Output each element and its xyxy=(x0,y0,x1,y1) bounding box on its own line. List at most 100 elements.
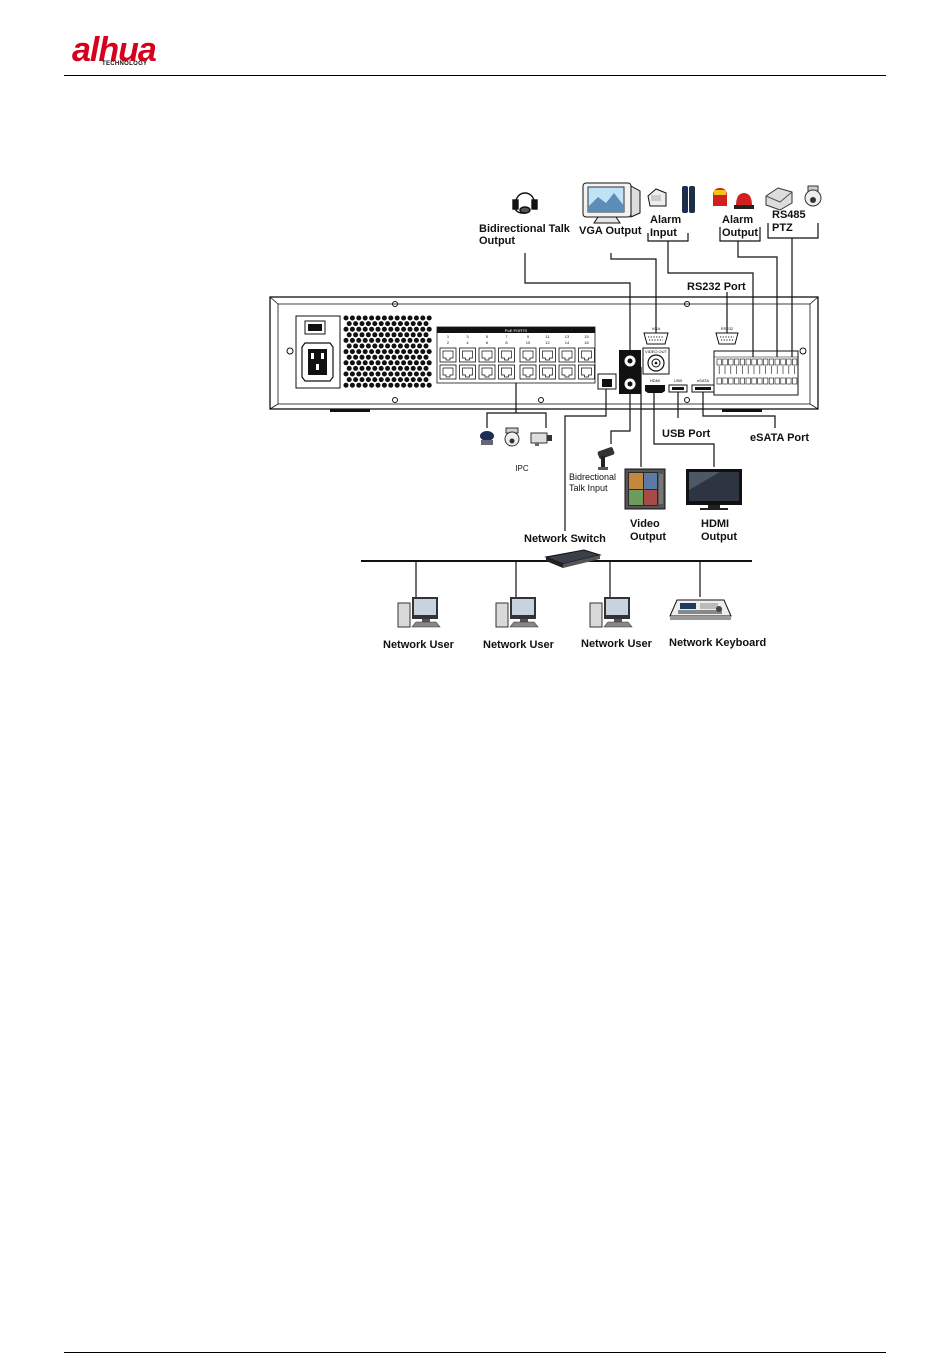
fan-hole xyxy=(349,315,355,321)
fan-hole xyxy=(423,354,429,360)
ip-camera-speed-dome-icon xyxy=(504,427,520,447)
terminal-screw xyxy=(768,377,775,385)
diagram-labels: Bidirectional Talk Output VGA Output Ala… xyxy=(383,209,809,651)
fan-hole xyxy=(385,332,391,338)
label-rs232-port: RS232 Port xyxy=(687,281,746,293)
fan-hole xyxy=(372,365,378,371)
fan-hole xyxy=(372,332,378,338)
fan-hole xyxy=(356,315,362,321)
fan-hole xyxy=(372,377,378,383)
fan-hole xyxy=(353,332,359,338)
ptz-camera-icon xyxy=(765,185,822,211)
fan-hole xyxy=(362,349,368,355)
fan-hole xyxy=(353,365,359,371)
poe-port xyxy=(439,347,457,363)
fan-hole xyxy=(391,365,397,371)
connection-lines xyxy=(361,223,819,597)
footer-rule xyxy=(64,1352,886,1353)
poe-port xyxy=(459,347,476,363)
fan-hole xyxy=(343,382,349,388)
poe-port-number: 13 xyxy=(565,334,570,339)
fan-hole xyxy=(404,332,410,338)
terminal-screw xyxy=(786,358,792,366)
terminal-screw xyxy=(792,377,798,385)
fan-hole xyxy=(397,343,403,349)
fan-hole xyxy=(381,326,387,332)
fan-hole xyxy=(388,360,394,366)
fan-hole xyxy=(391,321,397,327)
label-network-switch: Network Switch xyxy=(524,533,606,545)
hdmi-monitor-icon xyxy=(686,469,742,510)
poe-port-number: 7 xyxy=(505,334,508,339)
fan-hole xyxy=(378,354,384,360)
fan-hole xyxy=(381,349,387,355)
poe-port xyxy=(519,347,537,363)
fan-hole xyxy=(423,377,429,383)
poe-port xyxy=(459,364,476,380)
fan-hole xyxy=(343,360,349,366)
fan-hole xyxy=(423,343,429,349)
label-alarm-input: Alarm Input xyxy=(650,214,684,239)
poe-port-number: 12 xyxy=(545,340,550,345)
fan-hole xyxy=(423,365,429,371)
fan-hole xyxy=(397,332,403,338)
fan-hole xyxy=(353,354,359,360)
fan-hole xyxy=(423,321,429,327)
label-network-keyboard: Network Keyboard xyxy=(669,637,766,649)
poe-port xyxy=(558,364,576,380)
fan-hole xyxy=(353,321,359,327)
fan-hole xyxy=(356,326,362,332)
fan-hole xyxy=(346,332,352,338)
poe-port-number: 1 xyxy=(447,334,450,339)
fan-hole xyxy=(407,337,413,343)
terminal-screw xyxy=(716,358,722,366)
fan-hole xyxy=(426,326,432,332)
terminal-screw xyxy=(786,377,792,385)
fan-hole xyxy=(375,315,381,321)
fan-hole xyxy=(410,365,416,371)
fan-hole xyxy=(346,365,352,371)
fan-hole xyxy=(404,377,410,383)
screw xyxy=(392,301,398,307)
label-ipc: IPC xyxy=(515,464,529,473)
fan-hole xyxy=(381,382,387,388)
fan-hole xyxy=(365,332,371,338)
fan-hole xyxy=(417,321,423,327)
alarm-input-sensor-icon xyxy=(647,186,695,213)
fan-hole xyxy=(378,365,384,371)
fan-hole xyxy=(359,365,365,371)
fan-hole xyxy=(401,349,407,355)
fan-hole xyxy=(426,315,432,321)
fan-hole xyxy=(413,360,419,366)
terminal-screw xyxy=(757,358,763,366)
fan-hole xyxy=(388,382,394,388)
fan-hole xyxy=(343,315,349,321)
fan-hole xyxy=(404,365,410,371)
fan-hole xyxy=(397,377,403,383)
poe-port-number: 16 xyxy=(584,340,589,345)
fan-hole xyxy=(349,326,355,332)
poe-port-number: 6 xyxy=(486,340,489,345)
poe-port-number: 14 xyxy=(565,340,570,345)
fan-hole xyxy=(349,382,355,388)
fan-hole xyxy=(378,321,384,327)
hdmi-usb-esata: HDMI USB eSATA xyxy=(645,378,715,393)
label-network-user-2: Network User xyxy=(483,639,555,651)
network-user-pc-icon xyxy=(495,597,539,628)
fan-hole xyxy=(426,349,432,355)
poe-port-number: 15 xyxy=(584,334,589,339)
fan-hole xyxy=(362,360,368,366)
fan-hole xyxy=(394,315,400,321)
fan-hole xyxy=(394,382,400,388)
fan-hole xyxy=(369,349,375,355)
fan-hole xyxy=(362,315,368,321)
terminal-screw xyxy=(734,358,740,366)
fan-hole xyxy=(388,371,394,377)
fan-hole xyxy=(362,337,368,343)
fan-hole xyxy=(372,354,378,360)
fan-hole xyxy=(353,377,359,383)
fan-hole xyxy=(407,315,413,321)
screw xyxy=(684,397,690,403)
fan-hole xyxy=(388,337,394,343)
fan-hole xyxy=(401,360,407,366)
